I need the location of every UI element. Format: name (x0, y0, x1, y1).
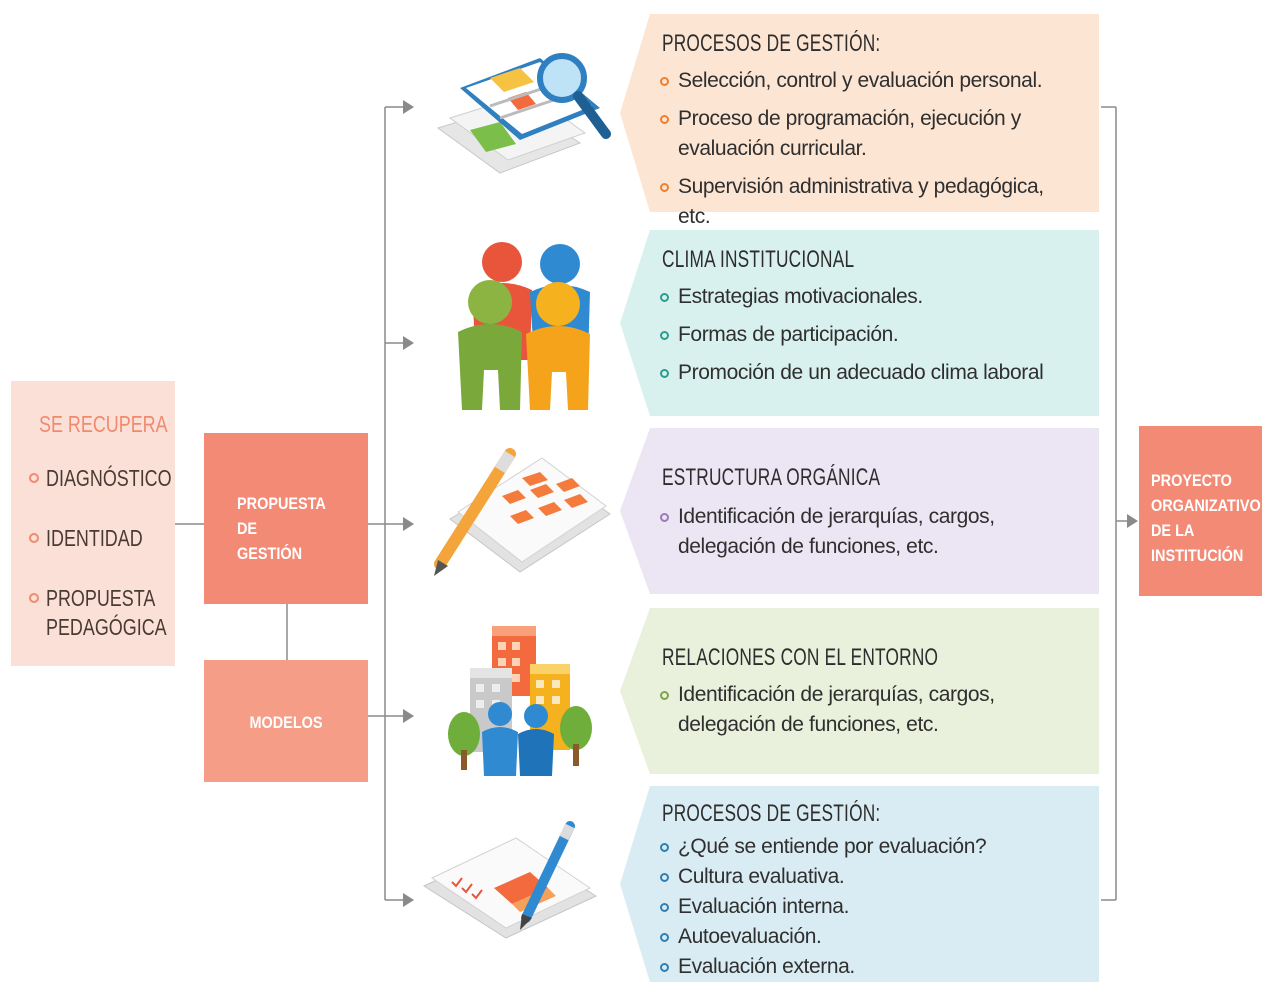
card-item: Supervisión administrativa y pedagógica,… (660, 172, 1081, 232)
card-title: PROCESOS DE GESTIÓN: (662, 800, 881, 827)
card-item: Proceso de programación, ejecución y eva… (660, 104, 1081, 164)
card-background (620, 786, 1099, 982)
modelos-box: MODELOS (204, 660, 368, 782)
bullet-icon (660, 903, 669, 912)
propuesta-gestion-box: PROPUESTA DE GESTIÓN (204, 433, 368, 604)
bullet-icon (660, 963, 669, 972)
proyecto-line: INSTITUCIÓN (1151, 546, 1244, 565)
proyecto-line: ORGANIZATIVO (1151, 496, 1261, 515)
card-item: Identificación de jerarquías, cargos, de… (660, 502, 1081, 562)
bullet-icon (660, 369, 669, 378)
proyecto-line: PROYECTO (1151, 471, 1232, 490)
card-item: Cultura evaluativa. (660, 862, 1081, 892)
bullet-icon (29, 533, 39, 543)
recupera-item: DIAGNÓSTICO (29, 464, 207, 493)
card-estructura-organica: ESTRUCTURA ORGÁNICA Identificación de je… (620, 428, 1099, 594)
card-background (620, 230, 1099, 416)
bullet-icon (660, 115, 669, 124)
recupera-title: SE RECUPERA (39, 411, 168, 437)
card-item: Evaluación externa. (660, 952, 1081, 982)
recupera-item: PROPUESTA PEDAGÓGICA (29, 584, 201, 642)
bullet-icon (29, 473, 39, 483)
bullet-icon (660, 293, 669, 302)
bullet-icon (660, 843, 669, 852)
propuesta-line: GESTIÓN (237, 544, 303, 563)
card-title: CLIMA INSTITUCIONAL (662, 246, 855, 273)
propuesta-line: DE (237, 519, 258, 538)
card-relaciones-entorno: RELACIONES CON EL ENTORNO Identificación… (620, 608, 1099, 774)
bullet-icon (29, 593, 39, 603)
card-title: ESTRUCTURA ORGÁNICA (662, 464, 881, 491)
card-item: ¿Qué se entiende por evaluación? (660, 832, 1081, 862)
card-title: RELACIONES CON EL ENTORNO (662, 644, 939, 671)
card-item: Identificación de jerarquías, cargos, de… (660, 680, 1081, 740)
card-procesos-gestion-1: PROCESOS DE GESTIÓN: Selección, control … (620, 14, 1099, 228)
card-item: Autoevaluación. (660, 922, 1081, 952)
card-item: Formas de participación. (660, 320, 1081, 350)
bullet-icon (660, 691, 669, 700)
modelos-label: MODELOS (249, 713, 323, 732)
recupera-box: SE RECUPERA DIAGNÓSTICO IDENTIDAD PROPUE… (11, 381, 175, 666)
card-clima-institucional: CLIMA INSTITUCIONAL Estrategias motivaci… (620, 230, 1099, 416)
proyecto-box: PROYECTO ORGANIZATIVO DE LA INSTITUCIÓN (1139, 426, 1262, 596)
recupera-item: IDENTIDAD (29, 524, 170, 553)
document-magnifier-icon (436, 53, 611, 174)
card-title: PROCESOS DE GESTIÓN: (662, 30, 881, 57)
evaluation-document-pen-icon (422, 821, 598, 939)
bullet-icon (660, 77, 669, 86)
card-background (620, 14, 1099, 212)
bullet-icon (660, 513, 669, 522)
card-procesos-gestion-2: PROCESOS DE GESTIÓN: ¿Qué se entiende po… (620, 786, 1099, 982)
buildings-people-icon (448, 626, 592, 776)
propuesta-line: PROPUESTA (237, 494, 326, 513)
card-item: Evaluación interna. (660, 892, 1081, 922)
bullet-icon (660, 873, 669, 882)
card-item: Promoción de un adecuado clima laboral (660, 358, 1081, 388)
bullet-icon (660, 183, 669, 192)
people-group-icon (458, 242, 590, 410)
card-background (620, 428, 1099, 594)
card-item: Estrategias motivacionales. (660, 282, 1081, 312)
card-background (620, 608, 1099, 774)
org-chart-pencil-icon (434, 448, 611, 576)
bullet-icon (660, 331, 669, 340)
card-item: Selección, control y evaluación personal… (660, 66, 1081, 96)
proyecto-line: DE LA (1151, 521, 1195, 540)
bullet-icon (660, 933, 669, 942)
